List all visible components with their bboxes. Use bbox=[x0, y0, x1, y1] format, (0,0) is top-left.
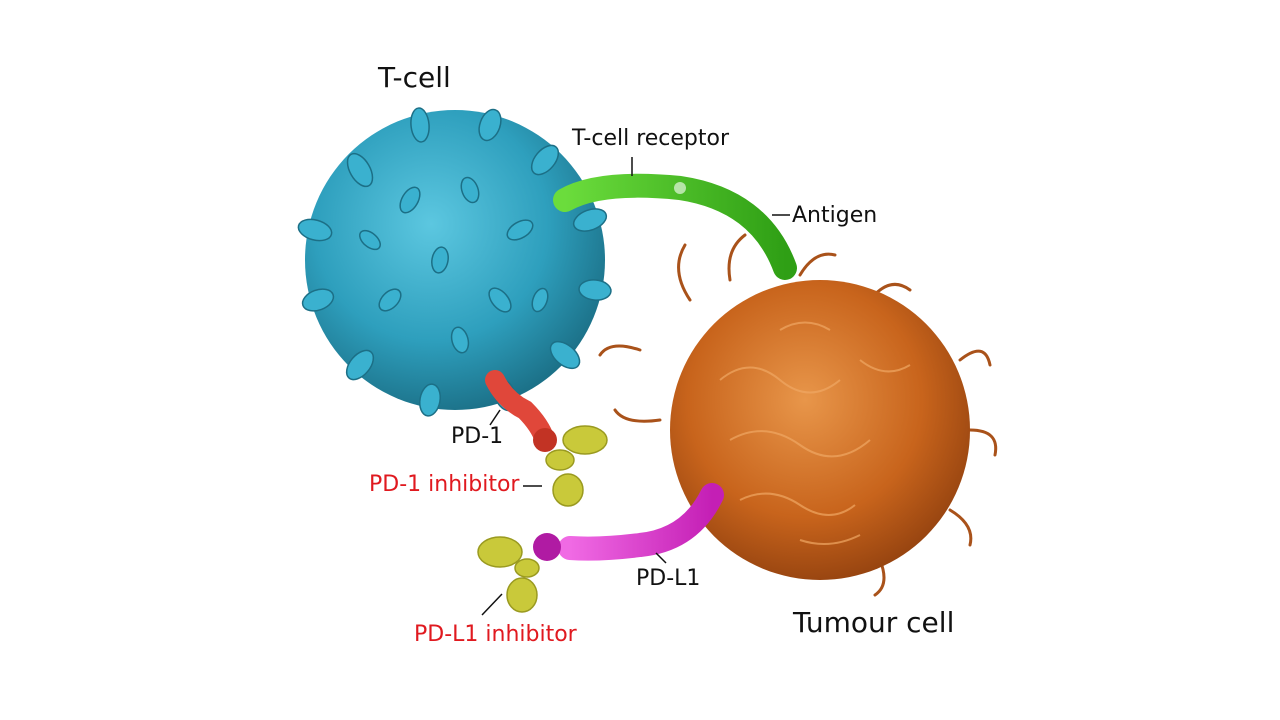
t-cell-receptor-label: T-cell receptor bbox=[572, 126, 730, 151]
pd-l1-inhibitor-shape bbox=[477, 536, 540, 613]
leader-lines bbox=[481, 157, 790, 616]
tumour-cell-label: Tumour cell bbox=[793, 606, 955, 639]
t-cell-shape bbox=[297, 107, 612, 417]
pd-1-inhibitor-label: PD-1 inhibitor bbox=[369, 472, 520, 497]
pd-l1-shape bbox=[558, 483, 724, 561]
tumour-cell-shape bbox=[598, 233, 998, 597]
antigen-label: Antigen bbox=[792, 203, 878, 228]
pd-1-inhibitor-shape bbox=[545, 425, 608, 507]
t-cell-label: T-cell bbox=[378, 61, 451, 94]
pd-1-label: PD-1 bbox=[451, 424, 504, 449]
pd-l1-inhibitor-label: PD-L1 inhibitor bbox=[414, 622, 577, 647]
pd-l1-label: PD-L1 bbox=[636, 566, 701, 591]
